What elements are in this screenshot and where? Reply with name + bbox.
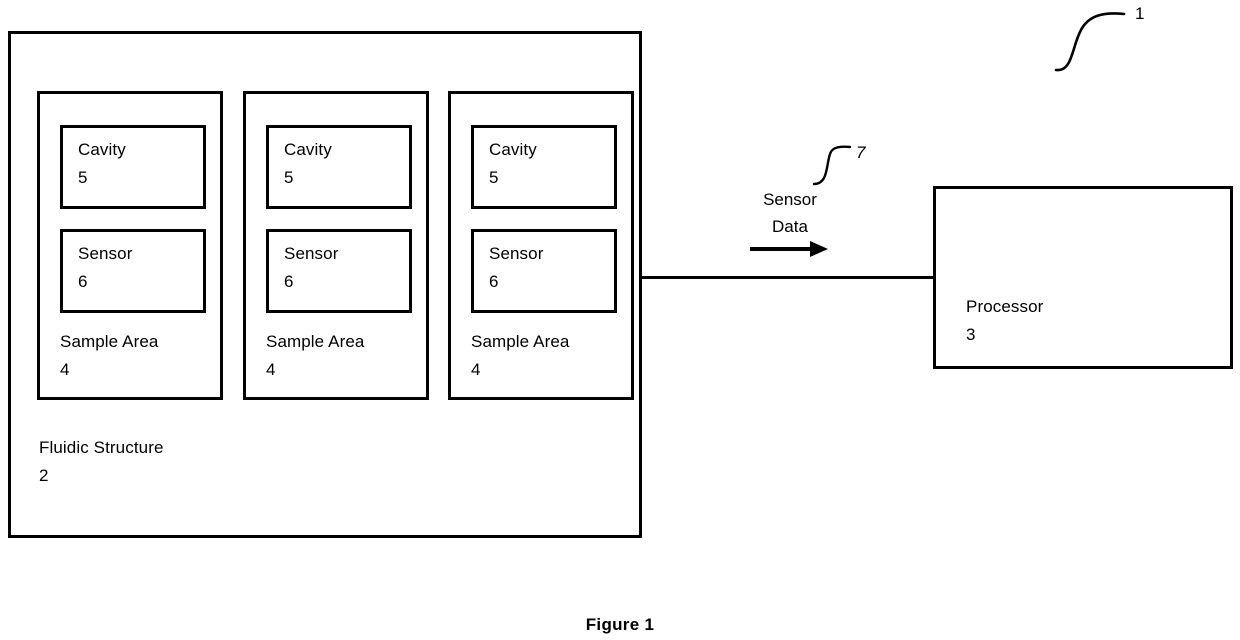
sensor-ref-2: 6 [284,272,294,291]
sensor-label-3: Sensor 6 [489,244,543,291]
reference-number-1: 1 [1135,4,1145,23]
sample-area-label-3: Sample Area 4 [471,332,569,379]
fluidic-structure-box: Cavity 5 Sensor 6 Sample Area 4 Cavity 5 [8,31,642,538]
cavity-ref-1: 5 [78,168,88,187]
sensor-title-2: Sensor [284,244,339,263]
fluidic-structure-ref: 2 [39,466,49,485]
sample-area-title-2: Sample Area [266,332,365,351]
connector-line [642,276,933,279]
cavity-title-3: Cavity [489,140,537,159]
cavity-title-1: Cavity [78,140,126,159]
cavity-ref-2: 5 [284,168,294,187]
sensor-box-3: Sensor 6 [471,229,617,313]
sensor-data-line1: Sensor [763,190,817,209]
sample-area-label-1: Sample Area 4 [60,332,158,379]
sensor-label-2: Sensor 6 [284,244,338,291]
sensor-ref-1: 6 [78,272,88,291]
cavity-label-3: Cavity 5 [489,140,537,187]
sample-area-title-1: Sample Area [60,332,159,351]
sensor-box-1: Sensor 6 [60,229,206,313]
processor-title: Processor [966,297,1044,316]
processor-box: Processor 3 [933,186,1233,369]
processor-ref: 3 [966,325,976,344]
cavity-box-1: Cavity 5 [60,125,206,209]
sensor-data-line2: Data [772,217,808,236]
sensor-title-1: Sensor [78,244,133,263]
sample-area-ref-3: 4 [471,360,481,379]
sample-area-box-2: Cavity 5 Sensor 6 Sample Area 4 [243,91,429,400]
sample-area-ref-2: 4 [266,360,276,379]
cavity-label-1: Cavity 5 [78,140,126,187]
cavity-title-2: Cavity [284,140,332,159]
fluidic-structure-label: Fluidic Structure 2 [39,438,164,485]
reference-number-7: 7 [856,143,866,162]
sample-area-label-2: Sample Area 4 [266,332,364,379]
sensor-ref-3: 6 [489,272,499,291]
sensor-box-2: Sensor 6 [266,229,412,313]
fluidic-structure-title: Fluidic Structure [39,438,164,457]
leader-line-1-icon [1054,12,1126,72]
leader-line-7-icon [812,145,852,186]
cavity-ref-3: 5 [489,168,499,187]
cavity-box-2: Cavity 5 [266,125,412,209]
figure-caption: Figure 1 [585,615,655,634]
processor-label: Processor 3 [966,297,1043,344]
sensor-label-1: Sensor 6 [78,244,132,291]
cavity-box-3: Cavity 5 [471,125,617,209]
sensor-data-label: Sensor Data [735,186,845,240]
sample-area-box-1: Cavity 5 Sensor 6 Sample Area 4 [37,91,223,400]
sample-area-title-3: Sample Area [471,332,570,351]
cavity-label-2: Cavity 5 [284,140,332,187]
sample-area-box-3: Cavity 5 Sensor 6 Sample Area 4 [448,91,634,400]
sensor-title-3: Sensor [489,244,544,263]
sample-area-ref-1: 4 [60,360,70,379]
sensor-data-arrow-icon [750,241,828,257]
